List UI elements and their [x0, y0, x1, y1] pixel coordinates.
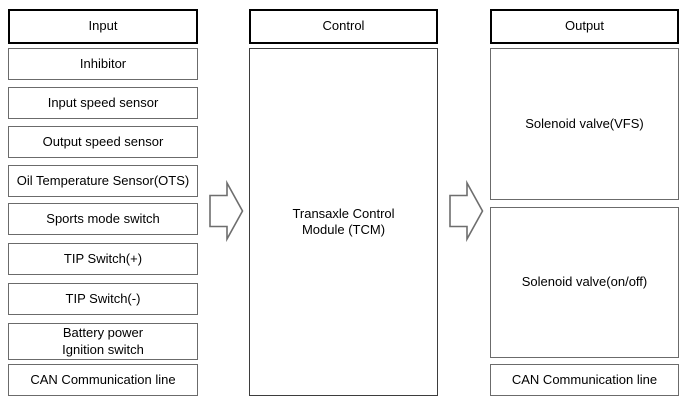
input-box-input-speed-sensor: Input speed sensor	[8, 87, 198, 119]
output-column-header: Output	[490, 9, 679, 44]
input-box-tip-switch-plus: TIP Switch(+)	[8, 243, 198, 275]
transaxle-control-module-label: Transaxle Control Module (TCM)	[292, 205, 395, 237]
control-to-output-arrow-icon	[449, 179, 484, 243]
input-box-tip-switch-minus: TIP Switch(-)	[8, 283, 198, 315]
input-box-can-communication-line: CAN Communication line	[8, 364, 198, 396]
input-to-control-arrow-icon	[209, 179, 244, 243]
input-box-sports-mode-switch: Sports mode switch	[8, 203, 198, 235]
input-box-inhibitor: Inhibitor	[8, 48, 198, 80]
input-box-oil-temperature-sensor: Oil Temperature Sensor(OTS)	[8, 165, 198, 197]
output-box-solenoid-valve-on-off: Solenoid valve(on/off)	[490, 207, 679, 358]
control-module-box: Transaxle Control Module (TCM)	[249, 48, 438, 396]
control-column-header: Control	[249, 9, 438, 44]
input-column-header: Input	[8, 9, 198, 44]
output-box-solenoid-valve-vfs: Solenoid valve(VFS)	[490, 48, 679, 200]
input-box-battery-power-ignition-switch: Battery power Ignition switch	[8, 323, 198, 360]
input-box-output-speed-sensor: Output speed sensor	[8, 126, 198, 158]
output-box-can-communication-line: CAN Communication line	[490, 364, 679, 396]
